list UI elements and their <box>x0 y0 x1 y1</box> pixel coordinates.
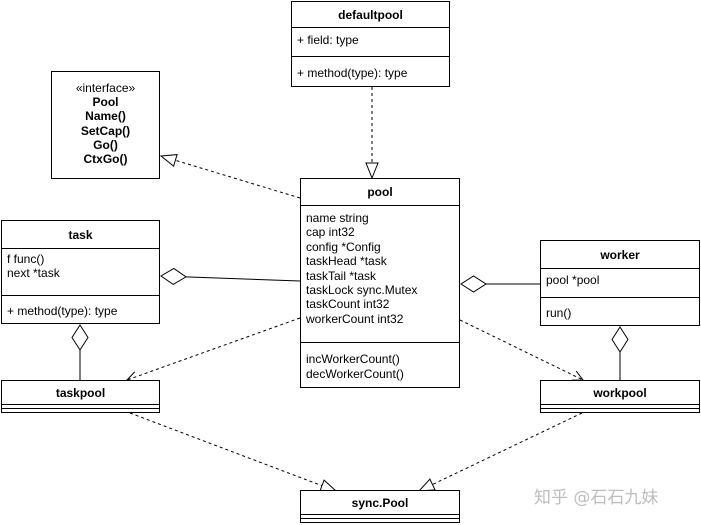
hollow-triangle-arrowhead <box>159 154 178 167</box>
interface-operation: SetCap() <box>80 123 131 138</box>
aggregation-taskpool-task <box>71 324 89 380</box>
attributes-compartment: + field: type <box>292 28 449 57</box>
realization-workpool-to-sync-pool <box>417 412 583 492</box>
hollow-triangle-arrowhead <box>365 162 379 180</box>
attribute: taskCount int32 <box>306 297 390 312</box>
attributes-compartment: f func() next *task <box>2 249 159 296</box>
attributes-compartment: name string cap int32 config *Config tas… <box>301 206 459 343</box>
class-task: task f func() next *task + method(type):… <box>1 220 160 324</box>
operation: + method(type): type <box>297 66 408 80</box>
attribute: name string <box>306 211 369 225</box>
class-defaultpool: defaultpool + field: type + method(type)… <box>291 1 450 87</box>
stereotype: «interface» <box>75 81 136 95</box>
realization-defaultpool-to-pool <box>365 87 379 180</box>
dashed-line <box>129 412 323 487</box>
dashed-line <box>432 412 583 485</box>
operations-compartment <box>541 409 699 412</box>
open-arrowhead <box>571 370 585 381</box>
attribute: taskHead *task <box>306 254 387 269</box>
operation: decWorkerCount() <box>306 367 404 381</box>
attributes-compartment <box>301 515 459 519</box>
operation: incWorkerCount() <box>306 352 400 366</box>
operations-compartment: + method(type): type <box>292 57 449 86</box>
dependency-pool-to-workpool <box>459 319 585 381</box>
aggregation-task-pool <box>160 267 301 285</box>
attribute: f func() <box>7 252 45 266</box>
class-taskpool: taskpool <box>1 380 160 413</box>
realization-taskpool-to-sync-pool <box>129 412 338 492</box>
realization-pool-to-interface <box>159 154 301 199</box>
operations-compartment <box>301 519 459 522</box>
attribute: pool *pool <box>546 273 600 287</box>
dashed-line <box>459 319 584 381</box>
class-name: pool <box>301 179 459 206</box>
hollow-diamond <box>460 275 487 293</box>
hollow-diamond <box>71 324 89 351</box>
class-pool: pool name string cap int32 config *Confi… <box>300 178 460 388</box>
class-name: task <box>2 221 159 249</box>
operations-compartment: + method(type): type <box>2 296 159 323</box>
class-name: workpool <box>541 381 699 405</box>
dashed-line <box>126 317 301 381</box>
attributes-compartment: pool *pool <box>541 269 699 298</box>
operation: run() <box>546 306 572 320</box>
attribute: workerCount int32 <box>306 311 404 326</box>
operation: + method(type): type <box>7 304 118 318</box>
interface-operation: CtxGo() <box>83 152 128 167</box>
hollow-diamond <box>160 267 187 285</box>
attribute: config *Config <box>306 239 381 254</box>
attributes-compartment <box>541 405 699 409</box>
solid-line <box>185 276 301 282</box>
dependency-pool-to-taskpool <box>125 317 301 382</box>
attribute: next *task <box>7 266 60 280</box>
interface-operation: Go() <box>93 137 118 152</box>
class-name: defaultpool <box>292 2 449 28</box>
hollow-diamond <box>611 326 629 353</box>
class-name: worker <box>541 241 699 269</box>
operations-compartment <box>2 409 159 412</box>
attributes-compartment <box>2 405 159 409</box>
interface-operation: Name() <box>85 109 126 124</box>
attribute: + field: type <box>297 33 359 47</box>
interface-pool: «interface» Pool Name() SetCap() Go() Ct… <box>51 71 160 179</box>
attribute: cap int32 <box>306 225 355 240</box>
aggregation-worker-pool <box>460 275 540 293</box>
aggregation-workpool-worker <box>611 326 629 380</box>
class-workpool: workpool <box>540 380 700 413</box>
attribute: taskLock sync.Mutex <box>306 283 418 298</box>
class-worker: worker pool *pool run() <box>540 240 700 326</box>
interface-name: Pool <box>92 95 119 110</box>
class-name: sync.Pool <box>301 491 459 515</box>
class-sync-pool: sync.Pool <box>300 490 460 523</box>
operations-compartment: incWorkerCount() decWorkerCount() <box>301 343 459 387</box>
class-name: taskpool <box>2 381 159 405</box>
attribute: taskTail *task <box>306 268 377 283</box>
dashed-line <box>175 159 301 199</box>
watermark: 知乎 @石石九妹 <box>534 488 659 508</box>
operations-compartment: run() <box>541 298 699 325</box>
